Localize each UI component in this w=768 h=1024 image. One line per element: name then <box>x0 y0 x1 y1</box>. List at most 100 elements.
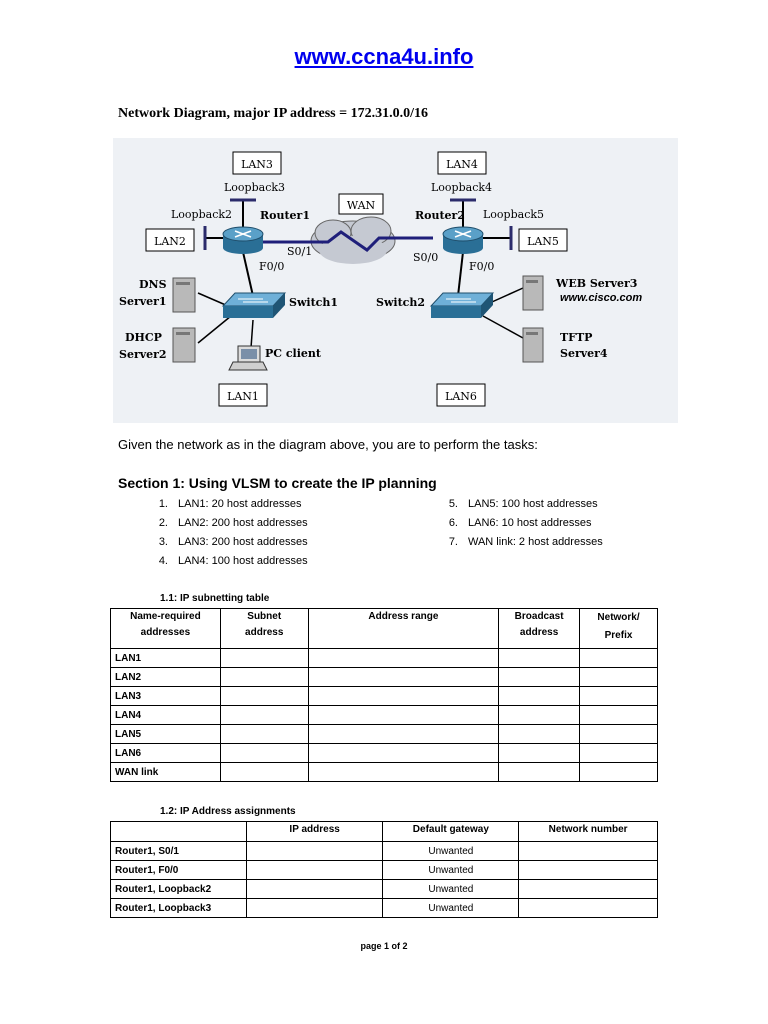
switch1-label: Switch1 <box>289 296 338 309</box>
table-cell[interactable] <box>219 648 309 668</box>
tftp-label-line2: Server4 <box>560 347 608 360</box>
table-cell[interactable] <box>219 705 309 725</box>
table-cell[interactable] <box>307 743 500 763</box>
table-cell[interactable] <box>219 686 309 706</box>
header-address-range: Address range <box>307 608 500 649</box>
header-network-prefix: Network/Prefix <box>579 608 658 649</box>
table-cell[interactable] <box>498 705 581 725</box>
table-cell[interactable] <box>579 686 658 706</box>
lan6-label: LAN6 <box>445 390 477 403</box>
requirement-num: 6. <box>448 517 458 529</box>
table-cell[interactable] <box>245 841 384 861</box>
table-cell[interactable] <box>245 898 384 918</box>
table-cell[interactable] <box>307 705 500 725</box>
header-blank <box>110 821 247 842</box>
page-footer: page 1 of 2 <box>360 941 408 951</box>
requirement-text: LAN2: 200 host addresses <box>178 517 308 529</box>
table-cell[interactable] <box>518 879 658 899</box>
table-cell[interactable] <box>498 686 581 706</box>
table-cell[interactable] <box>518 860 658 880</box>
dhcp-label-line2: Server2 <box>119 348 167 361</box>
table-row: Router1, S0/1 Unwanted <box>110 841 658 861</box>
table-cell[interactable] <box>307 686 500 706</box>
lan2-label: LAN2 <box>154 235 186 248</box>
table-cell[interactable] <box>219 667 309 687</box>
table-cell[interactable] <box>579 762 658 782</box>
table-cell[interactable] <box>498 667 581 687</box>
intro-text: Given the network as in the diagram abov… <box>118 437 538 452</box>
table-cell[interactable] <box>518 898 658 918</box>
table-cell[interactable] <box>498 724 581 744</box>
table-row: LAN5 <box>110 724 658 744</box>
table-cell[interactable] <box>498 762 581 782</box>
site-link[interactable]: www.ccna4u.info <box>294 44 474 69</box>
requirement-item: 7.WAN link: 2 host addresses <box>436 536 736 548</box>
loopback4-label: Loopback4 <box>431 181 492 194</box>
table-cell[interactable] <box>307 762 500 782</box>
table-cell[interactable] <box>245 879 384 899</box>
table-cell[interactable] <box>579 743 658 763</box>
table-cell[interactable] <box>518 841 658 861</box>
requirement-item: 3.LAN3: 200 host addresses <box>146 536 446 548</box>
loopback5-label: Loopback5 <box>483 208 544 221</box>
table-cell[interactable] <box>498 743 581 763</box>
requirement-num: 5. <box>448 498 458 510</box>
table-cell[interactable] <box>579 648 658 668</box>
lan2-box <box>145 228 195 252</box>
requirement-text: LAN3: 200 host addresses <box>178 536 308 548</box>
router2-label: Router2 <box>415 209 465 222</box>
table-cell[interactable] <box>498 648 581 668</box>
requirement-num: 2. <box>158 517 168 529</box>
table-header-row: IP address Default gateway Network numbe… <box>110 821 658 842</box>
row-label: Router1, Loopback3 <box>110 898 247 918</box>
requirement-item: 5.LAN5: 100 host addresses <box>436 498 736 510</box>
web-server-label-line1: WEB Server3 <box>555 277 637 290</box>
ip-address-assignments-table: IP address Default gateway Network numbe… <box>110 821 658 918</box>
dns-label-line2: Server1 <box>119 295 167 308</box>
table-cell[interactable] <box>219 724 309 744</box>
router1-label: Router1 <box>260 209 310 222</box>
dhcp-link <box>197 315 232 344</box>
gateway-cell: Unwanted <box>382 841 520 861</box>
row-label: LAN6 <box>110 743 221 763</box>
web-server-icon <box>522 275 544 311</box>
section1-title: Section 1: Using VLSM to create the IP p… <box>118 475 437 491</box>
requirement-num: 4. <box>158 555 168 567</box>
row-label: LAN2 <box>110 667 221 687</box>
requirement-item: 4.LAN4: 100 host addresses <box>146 555 446 567</box>
section1-title-rest: : Using VLSM to create the IP planning <box>180 475 437 491</box>
table-cell[interactable] <box>307 724 500 744</box>
table-cell[interactable] <box>307 648 500 668</box>
lan4-label: LAN4 <box>446 158 478 171</box>
table-cell[interactable] <box>579 667 658 687</box>
lan1-box <box>218 383 268 407</box>
section1-title-prefix: Section 1 <box>118 475 181 491</box>
table-cell[interactable] <box>579 705 658 725</box>
table-cell[interactable] <box>579 724 658 744</box>
table-row: LAN6 <box>110 743 658 763</box>
s01-label: S0/1 <box>287 245 312 258</box>
table-cell[interactable] <box>219 762 309 782</box>
lan1-label: LAN1 <box>227 390 259 403</box>
row-label: LAN3 <box>110 686 221 706</box>
wan-label: WAN <box>347 199 376 212</box>
requirement-num: 7. <box>448 536 458 548</box>
lan5-box <box>518 228 568 252</box>
tftp-server-icon <box>522 327 544 363</box>
table-cell[interactable] <box>219 743 309 763</box>
requirement-text: LAN1: 20 host addresses <box>178 498 302 510</box>
row-label: LAN4 <box>110 705 221 725</box>
row-label: Router1, S0/1 <box>110 841 247 861</box>
gateway-cell: Unwanted <box>382 879 520 899</box>
router2-icon <box>442 226 484 254</box>
table-cell[interactable] <box>307 667 500 687</box>
table-cell[interactable] <box>245 860 384 880</box>
dns-server-icon <box>172 277 196 313</box>
lan6-box <box>436 383 486 407</box>
web-server-label-line2: www.cisco.com <box>560 292 642 304</box>
